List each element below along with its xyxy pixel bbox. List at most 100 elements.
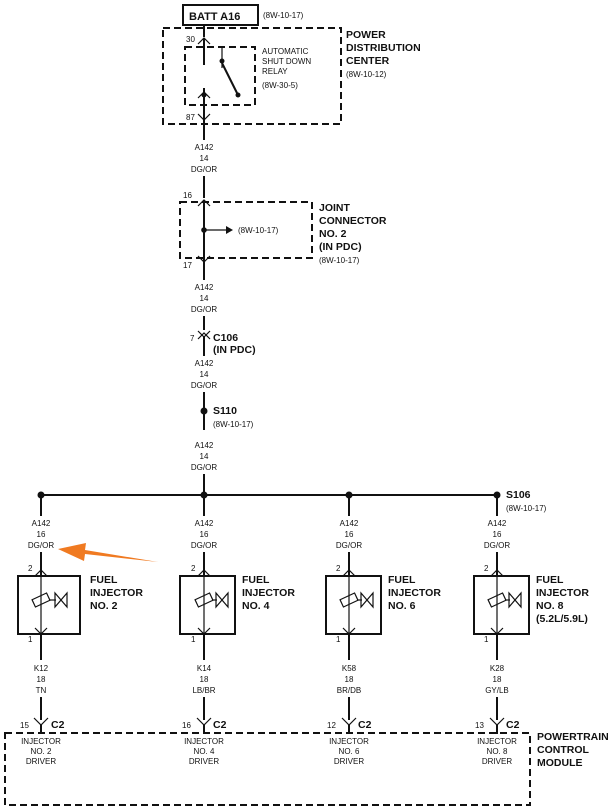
inj6-driver-2: NO. 6 <box>339 747 360 756</box>
wire3-color: DG/OR <box>191 381 217 390</box>
wire2-color: DG/OR <box>191 305 217 314</box>
inj2-name-2: INJECTOR <box>90 587 143 599</box>
inj4-driver-1: INJECTOR <box>184 737 224 746</box>
wire2-circuit: A142 <box>195 283 214 292</box>
wire4-gauge: 14 <box>200 452 209 461</box>
pdc-title-3: CENTER <box>346 55 390 67</box>
inj4-name-1: FUEL <box>242 574 270 586</box>
inj8-wire-color: DG/OR <box>484 541 510 550</box>
s110-ref: (8W-10-17) <box>213 420 254 429</box>
inj8-coil <box>487 592 507 608</box>
inj4-pin-bottom: 1 <box>191 635 196 644</box>
wire4-circuit: A142 <box>195 441 214 450</box>
inj4-pin-top: 2 <box>191 564 196 573</box>
inj2-pcm-pin: 15 <box>20 721 29 730</box>
relay-pivot <box>235 92 241 98</box>
relay-label-3: RELAY <box>262 67 288 76</box>
orange-arrow-icon <box>58 543 158 562</box>
wire1-gauge: 14 <box>200 154 209 163</box>
inj6-pin-top: 2 <box>336 564 341 573</box>
inj2-driver-2: NO. 2 <box>31 747 52 756</box>
inj2-driver-3: DRIVER <box>26 757 56 766</box>
inj2-valve <box>54 591 68 609</box>
inj4-pin-top-connector <box>197 569 211 577</box>
c106-sub: (IN PDC) <box>213 344 256 356</box>
inj8-driver-1: INJECTOR <box>477 737 517 746</box>
pdc-ref: (8W-10-12) <box>346 70 387 79</box>
inj4-wire-circuit: A142 <box>195 519 214 528</box>
inj6-name-3: NO. 6 <box>388 600 416 612</box>
battery-label: BATT A16 <box>189 11 240 23</box>
inj8-name-3: NO. 8 <box>536 600 564 612</box>
inj8-out-circuit: K28 <box>490 664 505 673</box>
jc-pin-16: 16 <box>183 191 192 200</box>
inj4-pcm-conn: C2 <box>213 719 227 731</box>
pcm-title-3: MODULE <box>537 757 583 769</box>
inj4-pcm-pin: 16 <box>182 721 191 730</box>
wire2-gauge: 14 <box>200 294 209 303</box>
inj8-pin-top: 2 <box>484 564 489 573</box>
battery-box <box>182 4 259 26</box>
inj2-wire-gauge: 16 <box>37 530 46 539</box>
jc-title-2: CONNECTOR <box>319 215 387 227</box>
inj8-name-2: INJECTOR <box>536 587 589 599</box>
c106-lower-chevron <box>197 332 211 340</box>
inj6-pin-bottom: 1 <box>336 635 341 644</box>
inj6-out-gauge: 18 <box>345 675 354 684</box>
wire3-gauge: 14 <box>200 370 209 379</box>
c106-pin: 7 <box>190 334 195 343</box>
inj4-name-2: INJECTOR <box>242 587 295 599</box>
inj2-name-1: FUEL <box>90 574 118 586</box>
inj2-out-circuit: K12 <box>34 664 49 673</box>
relay-label-4: (8W-30-5) <box>262 81 298 90</box>
inj8-pin-bottom: 1 <box>484 635 489 644</box>
inj6-pin-top-connector <box>342 569 356 577</box>
wire3-circuit: A142 <box>195 359 214 368</box>
jc-title-3: NO. 2 <box>319 228 347 240</box>
pdc-pin-30: 30 <box>186 35 195 44</box>
inj6-wire-gauge: 16 <box>345 530 354 539</box>
inj2-driver-1: INJECTOR <box>21 737 61 746</box>
relay-outline <box>184 46 256 106</box>
inj8-pcm-pin: 13 <box>475 721 484 730</box>
inj8-wire-circuit: A142 <box>488 519 507 528</box>
inj6-wire-color: DG/OR <box>336 541 362 550</box>
inj2-pin-bottom: 1 <box>28 635 33 644</box>
inj6-pcm-pin: 12 <box>327 721 336 730</box>
pcm-title-2: CONTROL <box>537 744 589 756</box>
inj6-name-2: INJECTOR <box>388 587 441 599</box>
inj8-wire-gauge: 16 <box>493 530 502 539</box>
jc-ref: (8W-10-17) <box>319 256 360 265</box>
pdc-title-1: POWER <box>346 29 386 41</box>
inj2-out-color: TN <box>36 686 47 695</box>
pdc-title-2: DISTRIBUTION <box>346 42 421 54</box>
inj4-out-color: LB/BR <box>192 686 215 695</box>
injector-column-4: A142 16 DG/OR 2 1 FUEL INJECTOR NO. 4 K1… <box>179 495 295 766</box>
inj4-coil <box>194 592 214 608</box>
inj4-out-circuit: K14 <box>197 664 212 673</box>
pdc-pin-87: 87 <box>186 113 195 122</box>
relay-label-1: AUTOMATIC <box>262 47 309 56</box>
inj6-pcm-conn: C2 <box>358 719 372 731</box>
inj4-wire-gauge: 16 <box>200 530 209 539</box>
inj2-pin-top: 2 <box>28 564 33 573</box>
inj6-coil <box>339 592 359 608</box>
inj2-name-3: NO. 2 <box>90 600 118 612</box>
wire4-color: DG/OR <box>191 463 217 472</box>
annotation-arrow <box>58 543 158 562</box>
wire1-circuit: A142 <box>195 143 214 152</box>
inj6-driver-3: DRIVER <box>334 757 364 766</box>
inj2-wire-color: DG/OR <box>28 541 54 550</box>
inj6-name-1: FUEL <box>388 574 416 586</box>
jc-pin-17: 17 <box>183 261 192 270</box>
pcm-outline <box>4 732 531 806</box>
injector-column-2: A142 16 DG/OR 2 1 FUEL INJECTOR NO. 2 K1… <box>17 495 143 766</box>
inj2-pin-top-connector <box>34 569 48 577</box>
inj2-box <box>17 575 81 635</box>
inj6-out-color: BR/DB <box>337 686 361 695</box>
inj8-name-1: FUEL <box>536 574 564 586</box>
jc-title-1: JOINT <box>319 202 351 214</box>
inj2-pcm-conn: C2 <box>51 719 65 731</box>
joint-connector-outline <box>179 201 313 259</box>
